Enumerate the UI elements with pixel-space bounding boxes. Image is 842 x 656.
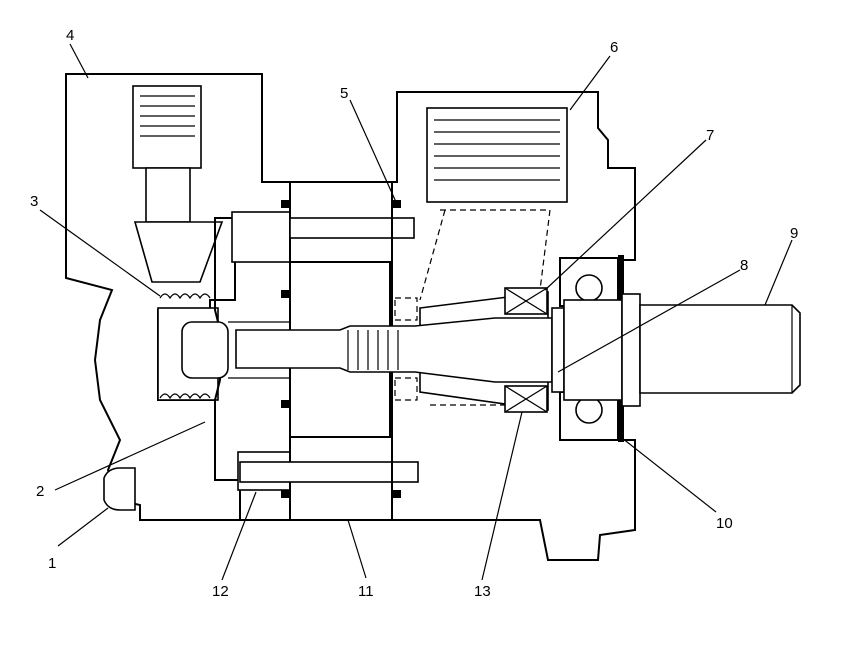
callout-labels: 1 2 3 4 5 6 7 8 9 10 11 12 13 bbox=[30, 27, 798, 600]
shaft-seal bbox=[504, 287, 548, 413]
shaft-splines bbox=[347, 330, 399, 370]
port-threads-left bbox=[140, 95, 195, 137]
callout-6: 6 bbox=[610, 39, 618, 56]
callout-11: 11 bbox=[358, 583, 374, 600]
callout-1: 1 bbox=[48, 555, 56, 572]
leader-lines bbox=[39, 43, 793, 581]
callout-7: 7 bbox=[706, 127, 714, 144]
callout-3: 3 bbox=[30, 193, 38, 210]
callout-9: 9 bbox=[790, 225, 798, 242]
relief-spring bbox=[159, 293, 211, 400]
callout-12: 12 bbox=[212, 583, 229, 600]
ball-bearing bbox=[559, 255, 624, 442]
callout-13: 13 bbox=[474, 583, 491, 600]
callout-8: 8 bbox=[740, 257, 748, 274]
drive-shaft bbox=[181, 293, 801, 407]
callout-4: 4 bbox=[66, 27, 74, 44]
o-rings bbox=[281, 200, 401, 498]
port-threads-right bbox=[434, 119, 560, 181]
callout-2: 2 bbox=[36, 483, 44, 500]
callout-5: 5 bbox=[340, 85, 348, 102]
callout-10: 10 bbox=[716, 515, 733, 532]
cylinder-block bbox=[239, 181, 419, 521]
